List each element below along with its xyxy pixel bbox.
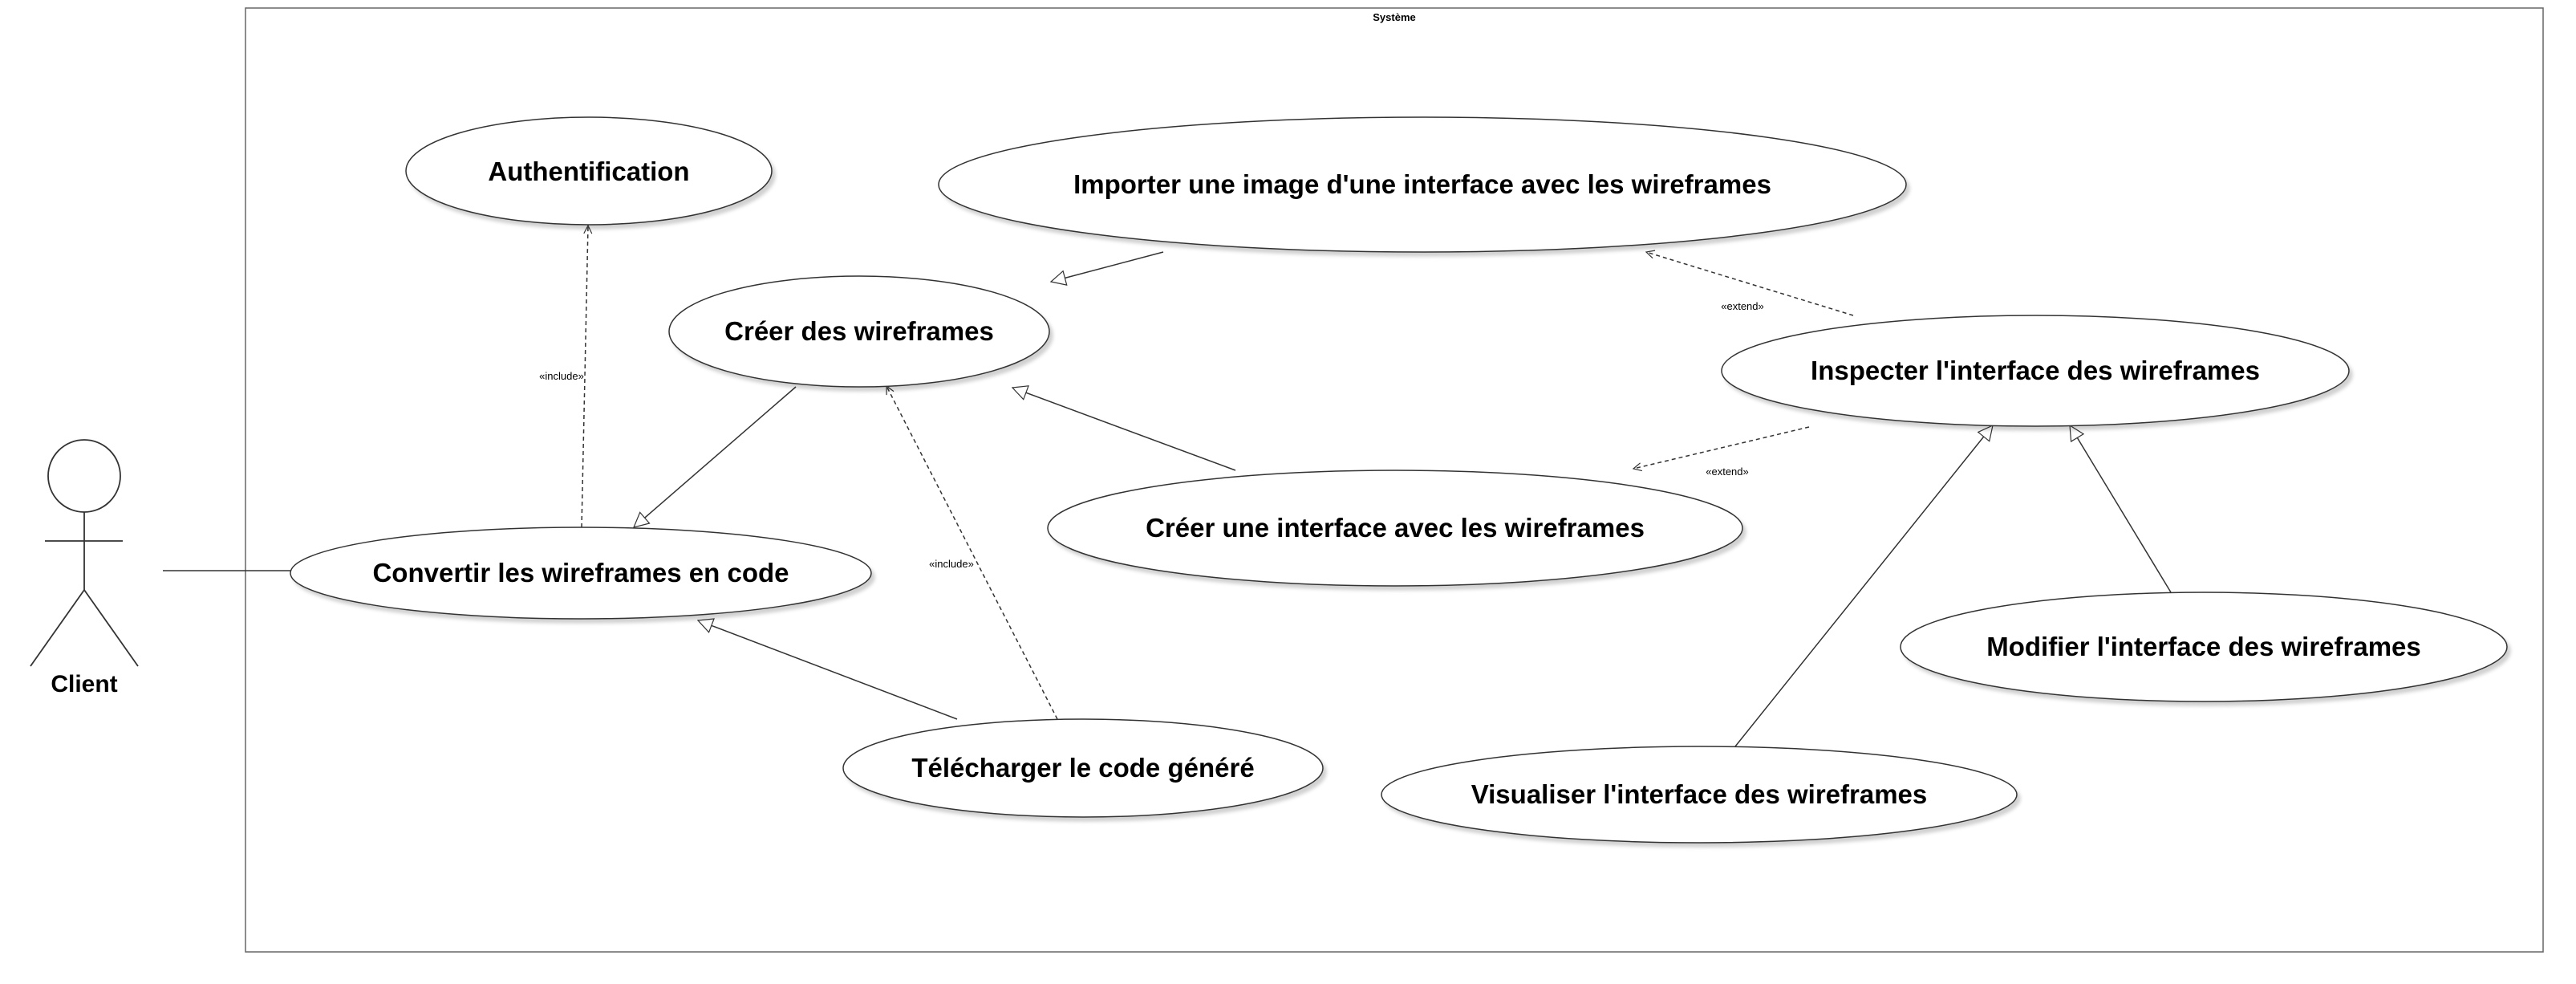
use-case-visualiser-interface: Visualiser l'interface des wireframes xyxy=(1381,746,2018,844)
use-case-label: Télécharger le code généré xyxy=(911,753,1254,783)
use-case-telecharger-code: Télécharger le code généré xyxy=(842,718,1324,818)
use-case-inspecter-interface: Inspecter l'interface des wireframes xyxy=(1721,315,2350,427)
use-case-label: Modifier l'interface des wireframes xyxy=(1986,632,2421,661)
use-case-modifier-interface: Modifier l'interface des wireframes xyxy=(1900,592,2508,702)
generalization-download-convert xyxy=(698,620,958,720)
include-download-create xyxy=(886,386,1058,720)
use-case-label: Visualiser l'interface des wireframes xyxy=(1471,779,1928,809)
use-case-label: Créer une interface avec les wireframes xyxy=(1146,513,1645,543)
use-case-label: Authentification xyxy=(488,157,689,186)
use-case-label: Importer une image d'une interface avec … xyxy=(1073,169,1771,199)
use-case-importer-image: Importer une image d'une interface avec … xyxy=(938,116,1907,253)
use-case-label: Convertir les wireframes en code xyxy=(372,558,789,588)
generalization-modify-inspect xyxy=(2070,425,2172,593)
use-case-convertir-code: Convertir les wireframes en code xyxy=(290,527,872,620)
include-label-download: «include» xyxy=(929,558,974,570)
use-case-label: Inspecter l'interface des wireframes xyxy=(1811,356,2260,385)
generalization-visualize-inspect xyxy=(1734,425,1993,747)
generalization-import-create xyxy=(1051,251,1164,282)
use-case-label: Créer des wireframes xyxy=(724,316,994,346)
extend-label-import: «extend» xyxy=(1721,300,1764,312)
actor-left-leg xyxy=(30,589,85,667)
extend-label-createui: «extend» xyxy=(1706,466,1749,478)
include-label-auth: «include» xyxy=(539,370,584,382)
generalization-createui-create xyxy=(1012,388,1236,471)
actor-right-leg xyxy=(83,589,139,667)
actor-name: Client xyxy=(51,671,117,697)
client-actor xyxy=(30,439,139,667)
use-case-creer-interface: Créer une interface avec les wireframes xyxy=(1047,470,1743,587)
use-case-authentification: Authentification xyxy=(405,116,773,226)
extend-inspect-createui xyxy=(1633,426,1810,469)
system-title: Système xyxy=(1373,11,1415,23)
use-case-creer-wireframes: Créer des wireframes xyxy=(668,275,1050,388)
generalization-create-convert xyxy=(634,386,797,527)
actor-head xyxy=(47,439,121,513)
